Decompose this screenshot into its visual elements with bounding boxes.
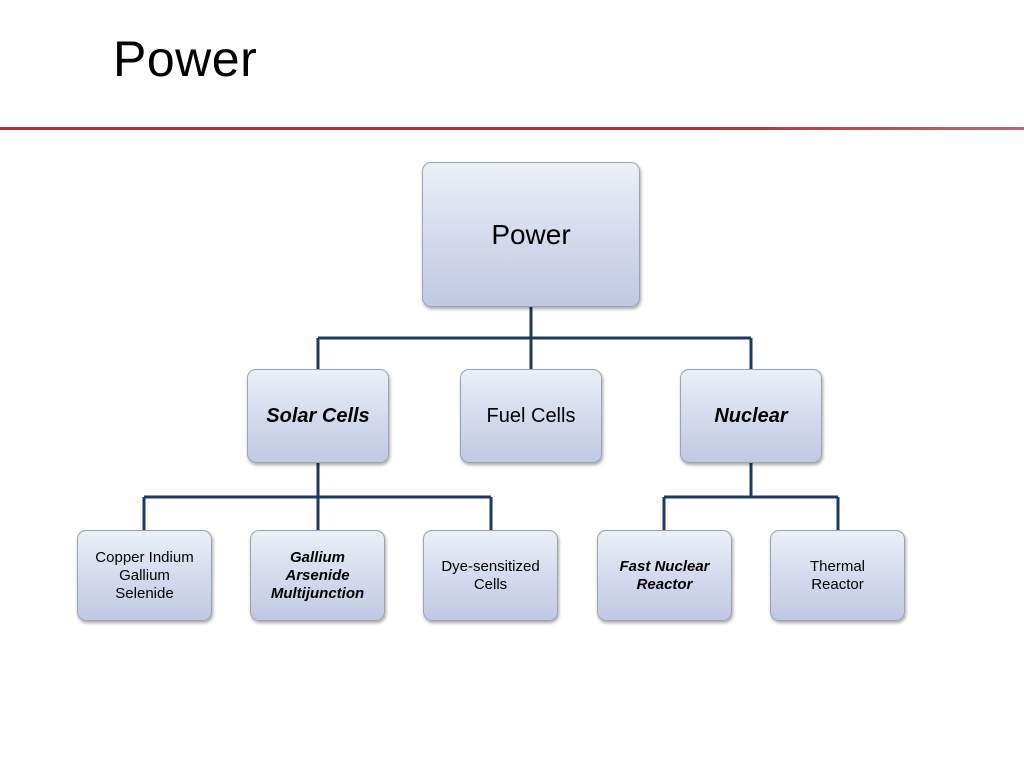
title-divider: [0, 127, 1024, 130]
node-fast-nuclear-reactor: Fast Nuclear Reactor: [597, 530, 732, 621]
node-fuel-cells: Fuel Cells: [460, 369, 602, 463]
node-thermal-reactor: Thermal Reactor: [770, 530, 905, 621]
node-power: Power: [422, 162, 640, 307]
node-label: Fuel Cells: [486, 404, 576, 427]
node-nuclear: Nuclear: [680, 369, 822, 463]
node-label: Thermal Reactor: [809, 557, 865, 593]
connector-solar-to-children: [142, 463, 493, 530]
node-label: Dye-sensitized Cells: [441, 557, 540, 593]
node-label: Power: [491, 218, 571, 250]
node-label: Copper Indium Gallium Selenide: [95, 548, 194, 602]
node-label: Nuclear: [714, 404, 788, 427]
slide-title: Power: [113, 31, 258, 87]
node-label: Gallium Arsenide Multijunction: [270, 548, 365, 602]
node-dye-sensitized-cells: Dye-sensitized Cells: [423, 530, 558, 621]
connector-nuclear-to-children: [662, 463, 840, 530]
node-label: Fast Nuclear Reactor: [619, 557, 710, 593]
connector-root-to-level1: [316, 307, 753, 369]
node-label: Solar Cells: [266, 404, 370, 427]
node-copper-indium-gallium-selenide: Copper Indium Gallium Selenide: [77, 530, 212, 621]
node-gallium-arsenide-multijunction: Gallium Arsenide Multijunction: [250, 530, 385, 621]
node-solar-cells: Solar Cells: [247, 369, 389, 463]
